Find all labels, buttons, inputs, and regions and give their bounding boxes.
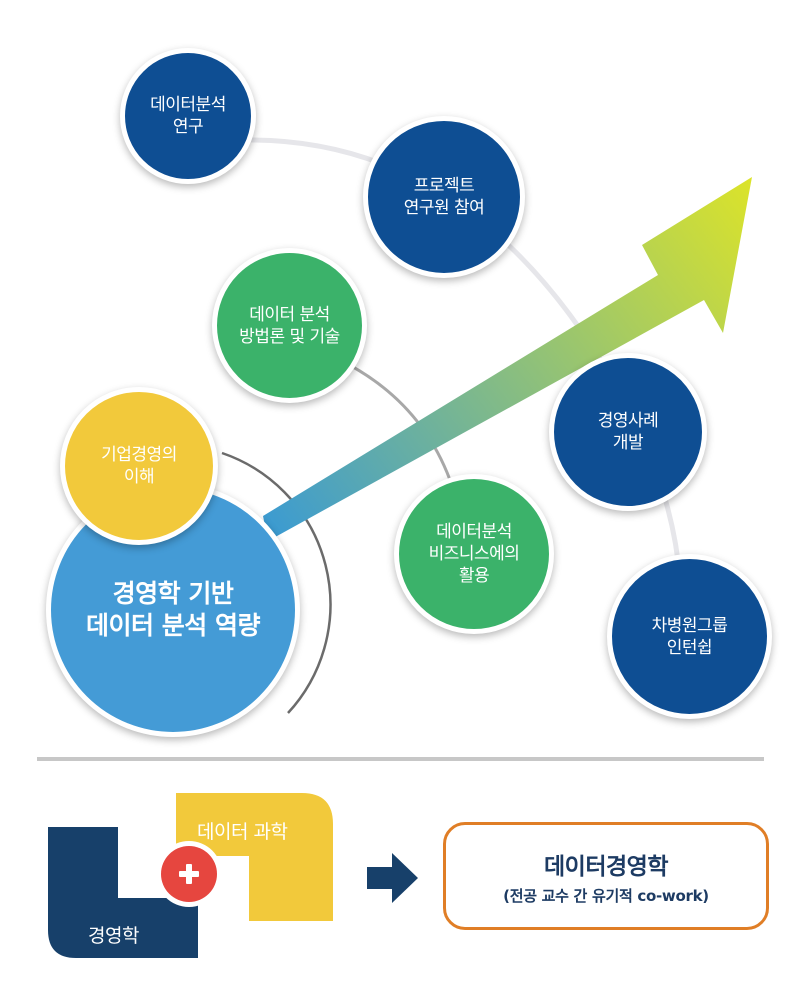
- plus-icon: [156, 841, 222, 907]
- circle-line: 데이터 분석 역량: [86, 611, 260, 640]
- circle-line: 연구: [172, 117, 204, 137]
- data-science-label: 데이터 과학: [197, 821, 288, 843]
- section-divider: [37, 757, 764, 761]
- circle-line: 프로젝트: [413, 176, 475, 196]
- growth-arrow-icon: [263, 177, 752, 541]
- circle-line: 경영사례: [597, 411, 659, 431]
- middle-connector-arc: [339, 358, 452, 481]
- circle-line: 비즈니스에의: [428, 544, 520, 564]
- management-shape: [48, 827, 198, 958]
- circle-methodology: 데이터 분석 방법론 및 기술: [212, 248, 367, 403]
- circle-line: 데이터 분석: [249, 304, 330, 325]
- circle-internship: 차병원그룹 인턴쉽: [607, 554, 772, 719]
- circle-line: 기업경영의: [101, 445, 177, 465]
- result-title: 데이터경영학: [544, 853, 668, 880]
- result-subtitle: (전공 교수 간 유기적 co-work): [503, 886, 709, 905]
- circle-line: 연구원 참여: [403, 198, 485, 218]
- circle-case-development: 경영사례 개발: [549, 353, 707, 511]
- data-science-shape: [176, 793, 333, 921]
- circle-line: 데이터분석: [150, 95, 226, 115]
- circle-line: 인턴쉽: [666, 637, 713, 658]
- circle-line: 차병원그룹: [651, 615, 728, 636]
- circle-line: 이해: [123, 467, 155, 487]
- circle-line: 개발: [612, 433, 644, 453]
- arrow-right-icon: [367, 853, 418, 903]
- circle-business-understanding: 기업경영의 이해: [60, 387, 218, 545]
- circle-data-analysis-research: 데이터분석 연구: [120, 48, 256, 184]
- circle-line: 활용: [458, 566, 490, 586]
- circle-business-application: 데이터분석 비즈니스에의 활용: [394, 474, 554, 634]
- management-label: 경영학: [88, 925, 139, 947]
- result-box: 데이터경영학 (전공 교수 간 유기적 co-work): [443, 822, 769, 930]
- circle-project-researcher: 프로젝트 연구원 참여: [363, 116, 525, 278]
- circle-line: 경영학 기반: [112, 579, 234, 608]
- circle-line: 방법론 및 기술: [239, 326, 340, 347]
- circle-line: 데이터분석: [436, 522, 512, 542]
- core-outline-arc: [221, 451, 332, 714]
